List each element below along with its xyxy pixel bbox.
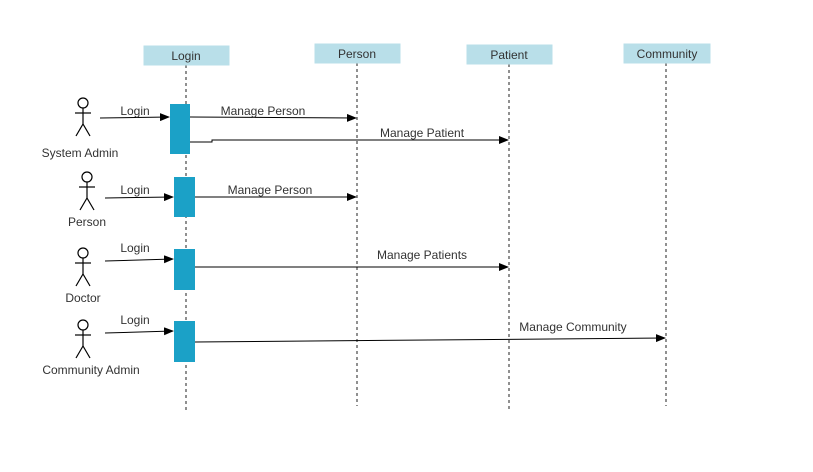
actor-person[interactable]: Person	[68, 171, 106, 229]
activation-box-community-admin[interactable]	[174, 321, 195, 362]
message-arrow-community-admin-login[interactable]	[104, 327, 174, 336]
stick-figure-icon	[79, 171, 95, 211]
lifeline-person: Person	[314, 43, 401, 406]
actor-system-admin-label: System Admin	[42, 146, 119, 160]
actor-community-admin-label: Community Admin	[42, 363, 139, 377]
message-arrows	[99, 113, 666, 343]
message-arrow-manage-patient[interactable]	[190, 136, 509, 144]
lifeline-community-label: Community	[637, 47, 698, 61]
lifeline-login-label: Login	[171, 49, 200, 63]
actor-person-label: Person	[68, 215, 106, 229]
actor-community-admin[interactable]: Community Admin	[42, 319, 140, 377]
actor-system-admin[interactable]: System Admin	[42, 97, 119, 160]
message-arrow-doctor-login[interactable]	[104, 255, 174, 264]
message-label-manage-community: Manage Community	[519, 320, 626, 334]
message-arrow-manage-person-1[interactable]	[189, 113, 357, 122]
lifeline-person-header[interactable]	[314, 43, 401, 64]
message-label-manage-person-2: Manage Person	[228, 183, 313, 197]
message-label-doctor-login: Login	[120, 241, 149, 255]
lifeline-community-header[interactable]	[623, 43, 711, 64]
lifeline-patient: Patient	[466, 44, 553, 412]
message-arrow-person-login[interactable]	[104, 193, 174, 202]
message-label-manage-person-1: Manage Person	[221, 104, 306, 118]
lifeline-patient-header[interactable]	[466, 44, 553, 65]
message-label-person-login: Login	[120, 183, 149, 197]
activation-box-system-admin[interactable]	[170, 104, 190, 154]
stick-figure-icon	[75, 247, 91, 287]
stick-figure-icon	[75, 97, 91, 137]
activation-box-person[interactable]	[174, 177, 195, 217]
message-label-system-admin-login: Login	[120, 104, 149, 118]
message-arrow-manage-community[interactable]	[194, 334, 666, 343]
message-arrow-system-admin-login[interactable]	[99, 113, 170, 122]
message-label-manage-patient: Manage Patient	[380, 126, 465, 140]
actor-doctor[interactable]: Doctor	[65, 247, 101, 305]
lifeline-community: Community	[623, 43, 711, 406]
message-label-community-admin-login: Login	[120, 313, 149, 327]
message-label-manage-patients: Manage Patients	[377, 248, 467, 262]
actor-doctor-label: Doctor	[65, 291, 100, 305]
activation-box-doctor[interactable]	[174, 249, 195, 290]
lifeline-person-label: Person	[338, 47, 376, 61]
stick-figure-icon	[75, 319, 91, 359]
lifeline-login-header[interactable]	[143, 45, 230, 66]
lifeline-patient-label: Patient	[490, 48, 528, 62]
